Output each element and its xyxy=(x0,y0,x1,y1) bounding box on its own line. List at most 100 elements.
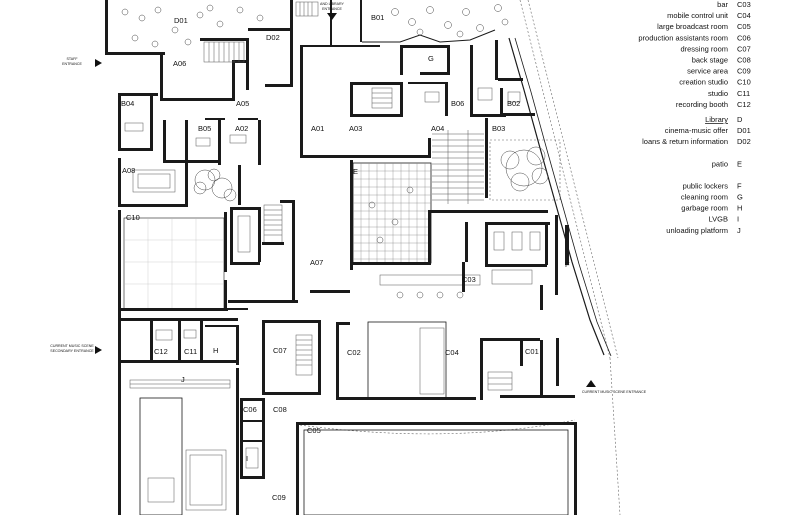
central-corridor xyxy=(300,45,488,198)
room-label-d01: D01 xyxy=(174,16,188,25)
room-label-a08: A08 xyxy=(122,166,135,175)
legend-code: H xyxy=(737,204,742,213)
room-label-c02: C02 xyxy=(347,348,361,357)
room-label-a02: A02 xyxy=(235,124,248,133)
legend-code: C10 xyxy=(737,78,751,87)
zone-j xyxy=(118,365,239,515)
zone-a08 xyxy=(118,158,241,207)
legend-code: C07 xyxy=(737,44,751,53)
room-label-j: J xyxy=(181,375,185,384)
room-label-b05: B05 xyxy=(198,124,211,133)
legend-row: cleaning room G xyxy=(681,193,743,202)
legend-row: mobile control unit C04 xyxy=(667,11,751,20)
room-label-b03: B03 xyxy=(492,124,505,133)
legend-row: production assistants room C06 xyxy=(638,33,750,42)
room-label-g: G xyxy=(428,54,434,63)
legend-code: D02 xyxy=(737,137,751,146)
legend-code: C08 xyxy=(737,56,751,65)
room-label-e: E xyxy=(353,167,358,176)
svg-text:AND LIBRARY: AND LIBRARY xyxy=(320,2,345,6)
room-label-a03: A03 xyxy=(349,124,362,133)
legend-row: dressing room C07 xyxy=(680,44,750,53)
svg-text:CURRENT MUSIC SCENE ENTRANCE: CURRENT MUSIC SCENE ENTRANCE xyxy=(582,390,647,394)
room-label-f: F xyxy=(565,260,570,269)
north-wing xyxy=(105,0,380,101)
legend-code: G xyxy=(737,193,743,202)
zone-b01 xyxy=(360,0,509,43)
legend-name: LVGB xyxy=(709,215,728,224)
room-label-b04: B04 xyxy=(121,99,134,108)
room-label-c09: C09 xyxy=(272,493,286,502)
arrow-up-icon xyxy=(586,380,596,387)
zone-c05 xyxy=(296,422,577,515)
horizontal-walls xyxy=(228,290,350,310)
legend-name: studio xyxy=(708,89,728,98)
legend-code: C04 xyxy=(737,11,751,20)
legend-name: mobile control unit xyxy=(667,11,729,20)
zone-c02-c04 xyxy=(299,321,576,435)
room-label-c11: C11 xyxy=(184,347,197,356)
room-labels: D01 D02 A06 A05 B01 G B06 B02 B04 B05 A0… xyxy=(121,13,570,502)
room-label-c05: C05 xyxy=(307,426,321,435)
legend-row: back stage C08 xyxy=(692,56,751,65)
room-label-b06: B06 xyxy=(451,99,464,108)
room-label-d02: D02 xyxy=(266,33,280,42)
room-label-c01: C01 xyxy=(525,347,539,356)
legend-code: C03 xyxy=(737,0,751,9)
legend-row: creation studio C10 xyxy=(679,78,751,87)
legend: bar C03 mobile control unit C04 large broadc… xyxy=(638,0,750,235)
legend-row: garbage room H xyxy=(681,204,742,213)
svg-text:ENTRANCE: ENTRANCE xyxy=(322,7,342,11)
legend-name: garbage room xyxy=(681,204,728,213)
svg-text:CURRENT MUSIC SCENE: CURRENT MUSIC SCENE xyxy=(50,344,94,348)
room-label-b02: B02 xyxy=(507,99,520,108)
legend-name: loans & return information xyxy=(642,137,728,146)
room-label-c10: C10 xyxy=(126,213,140,222)
legend-name: back stage xyxy=(692,56,728,65)
trees-west-patio xyxy=(211,177,237,202)
room-label-a01: A01 xyxy=(311,124,324,133)
studio-cluster xyxy=(118,318,239,365)
service-cluster-north xyxy=(350,40,535,117)
room-label-a04: A04 xyxy=(431,124,444,133)
room-label-c04: C04 xyxy=(445,348,459,357)
room-label-a07: A07 xyxy=(310,258,323,267)
facade-outline xyxy=(508,0,621,515)
zone-a07 xyxy=(230,200,295,300)
svg-text:SECONDARY ENTRANCE: SECONDARY ENTRANCE xyxy=(50,349,94,353)
entrance-main: CURRENT MUSIC SCENE ENTRANCE xyxy=(582,380,647,394)
trees-east-court xyxy=(489,139,561,201)
legend-row: studio C11 xyxy=(708,89,750,98)
legend-name: dressing room xyxy=(680,44,728,53)
legend-code: C09 xyxy=(737,67,751,76)
arrow-right-icon xyxy=(95,59,102,67)
legend-name: production assistants room xyxy=(638,33,728,42)
legend-name: bar xyxy=(717,0,728,9)
room-label-c06: C06 xyxy=(243,405,257,414)
legend-name: public lockers xyxy=(683,181,729,190)
room-label-a06: A06 xyxy=(173,59,186,68)
zone-c01 xyxy=(480,338,575,400)
room-label-c08: C08 xyxy=(273,405,287,414)
legend-name: creation studio xyxy=(679,78,728,87)
room-label-c03: C03 xyxy=(462,275,476,284)
entrance-staff: STAFF ENTRANCE xyxy=(62,57,102,67)
legend-name: cinema-music offer xyxy=(665,126,729,135)
legend-name: patio xyxy=(712,159,728,168)
arrow-down-icon xyxy=(327,13,337,20)
room-label-c07: C07 xyxy=(273,346,287,355)
legend-code: C06 xyxy=(737,33,751,42)
legend-name: cleaning room xyxy=(681,193,728,202)
legend-code: C11 xyxy=(737,89,750,98)
legend-code: D xyxy=(737,115,743,124)
svg-text:ENTRANCE: ENTRANCE xyxy=(62,62,82,66)
legend-name: service area xyxy=(687,67,729,76)
